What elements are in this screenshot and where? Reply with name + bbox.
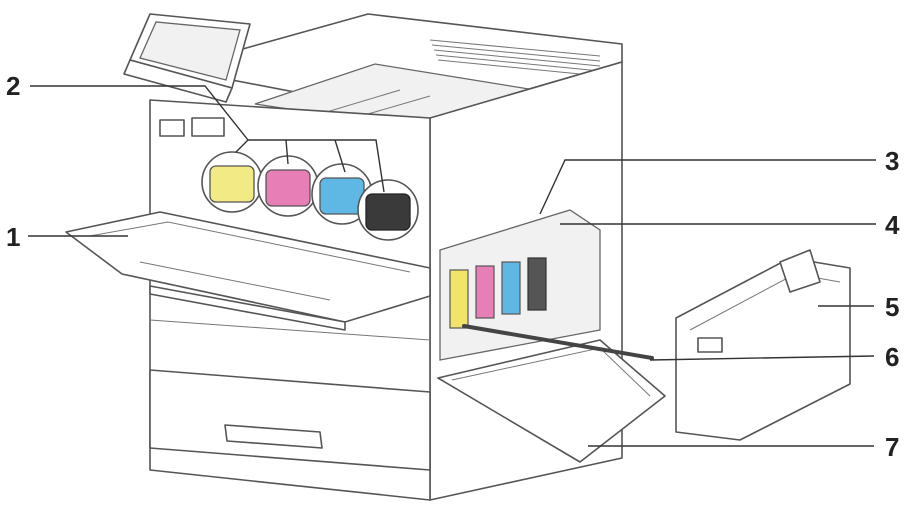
callout-1: 1 xyxy=(6,222,20,252)
callout-4: 4 xyxy=(885,210,900,240)
waste-toner-container xyxy=(675,249,851,441)
toner-cartridge-yellow xyxy=(201,151,263,213)
callout-3: 3 xyxy=(885,146,899,176)
front-door-open xyxy=(65,211,431,331)
toner-cartridge-black xyxy=(357,179,419,241)
callout-5: 5 xyxy=(885,292,899,322)
cleaning-rod xyxy=(462,324,654,360)
toner-cartridge-magenta xyxy=(257,155,319,217)
callout-6: 6 xyxy=(885,342,899,372)
toner-cartridges xyxy=(201,151,419,241)
callout-2: 2 xyxy=(6,71,20,101)
callout-numbers: 1 2 3 4 5 6 7 xyxy=(6,71,900,462)
callout-lines xyxy=(28,85,876,447)
imaging-units xyxy=(439,209,601,361)
callout-7: 7 xyxy=(885,432,899,462)
